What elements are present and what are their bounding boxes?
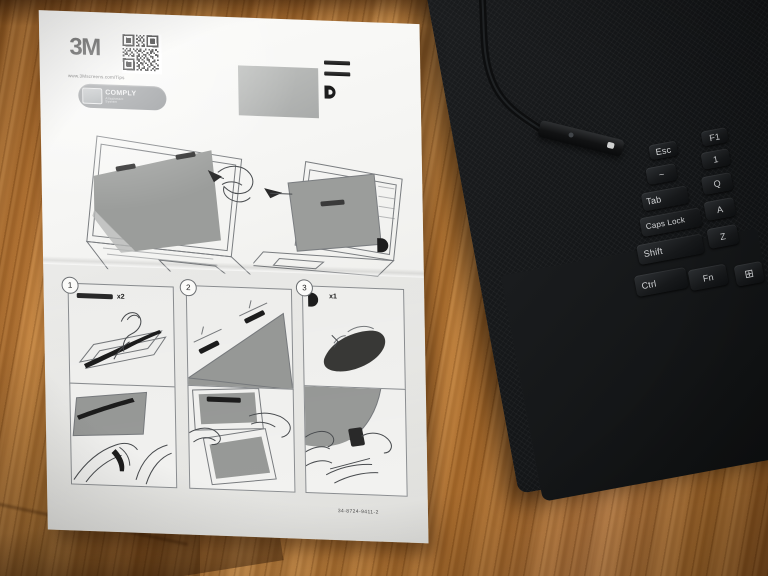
3m-logo: 3M [69, 33, 101, 62]
step-2-illustration-top [186, 300, 293, 390]
step-2-panel-top [185, 285, 294, 391]
step-3-panel-bottom [303, 385, 408, 497]
step-number-3: 3 [295, 279, 314, 297]
step-1-qty: x2 [116, 293, 125, 301]
part-number: 34-8724-9411-2 [337, 508, 379, 516]
step-1-panel-bottom [69, 382, 178, 489]
adhesive-strip-icon [324, 71, 351, 77]
step-number-2: 2 [179, 278, 197, 297]
step-3-illustration-top [307, 292, 386, 372]
step-1-panel-top: x2 [67, 282, 176, 389]
step-number-1: 1 [61, 276, 79, 295]
parts-key [323, 60, 365, 126]
instruction-sheet: 3M [34, 8, 474, 564]
adhesive-strip-icon [323, 60, 351, 66]
comply-badge: COMPLY Attachment System [78, 83, 167, 111]
step-1-illustration-bottom [72, 391, 172, 485]
comply-badge-text: COMPLY Attachment System [105, 89, 136, 105]
paper-surface: 3M [38, 10, 429, 544]
qr-code-icon [121, 33, 163, 75]
hero-illustration-right [251, 161, 403, 277]
step-2-illustration-bottom [188, 387, 291, 486]
sheet-url: www.3Mscreens.com/Tips [67, 73, 125, 81]
hero-filter-swatch [237, 65, 319, 119]
step-2-panel-bottom [187, 384, 296, 493]
laptop-icon [82, 87, 103, 105]
pull-tab-icon [324, 85, 336, 99]
step-panels: 1 x2 [58, 276, 415, 515]
step-1-illustration-top [76, 293, 167, 369]
step-3-panel-top: x1 [301, 285, 406, 391]
comply-line3: System [105, 99, 118, 104]
step-3-qty: x1 [329, 293, 337, 301]
step-3-illustration-bottom [304, 386, 392, 484]
hero-illustration-left [85, 135, 257, 275]
